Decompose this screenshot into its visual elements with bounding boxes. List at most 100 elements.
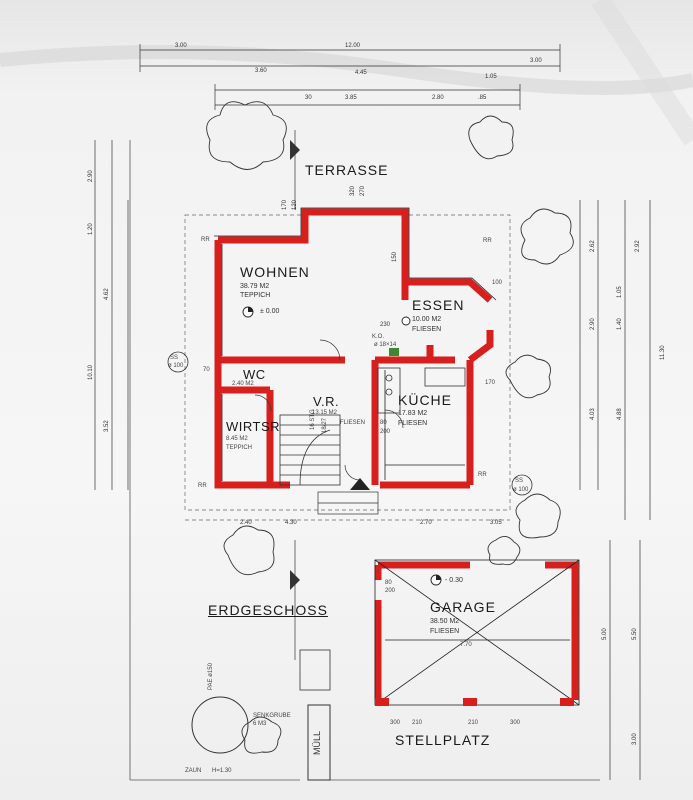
dim-mid-270: 270	[360, 185, 366, 196]
wirtsr-label: WIRTSR	[226, 419, 281, 434]
dim-row2-a: 3.60	[255, 68, 267, 74]
chimney-marker	[389, 348, 399, 356]
dim-right-403: 4.03	[590, 408, 596, 420]
stair-size: 18/27	[322, 417, 328, 433]
pae-label: PAE ø150	[208, 663, 214, 690]
entrance-arrow	[350, 478, 370, 490]
zaun-label: ZAUN	[185, 768, 202, 774]
garage-width: 7.70	[460, 642, 472, 648]
dim-door-70: 70	[203, 367, 210, 373]
kueche-area: 17.83 M2	[398, 410, 428, 417]
essen-area: 10.00 M2	[412, 316, 442, 323]
door-swings	[254, 339, 404, 481]
property-line	[129, 140, 600, 781]
dim-left-290: 2.90	[88, 170, 94, 182]
right-dimension-lines	[579, 200, 651, 780]
ko-value: ø 18×14	[374, 342, 397, 348]
dim-top-total: 12.00	[345, 43, 361, 49]
dim-garage-300-b: 300	[510, 720, 521, 726]
dim-mid-150: 150	[392, 251, 398, 262]
dim-right-105: 1.05	[617, 286, 623, 298]
dim-door-100: 100	[492, 280, 503, 286]
terrasse-label: TERRASSE	[305, 162, 389, 178]
dim-left-1010: 10.10	[88, 364, 94, 380]
garage-outline	[374, 559, 580, 706]
dim-mid-320: 320	[350, 185, 356, 196]
dim-row3-b: 2.80	[432, 95, 444, 101]
garage-walls	[374, 561, 579, 700]
ko-label: K.O.	[372, 334, 385, 340]
dim-right-550: 5.50	[632, 628, 638, 640]
garage-label: GARAGE	[430, 599, 496, 615]
stellplatz-label: STELLPLATZ	[395, 732, 491, 748]
dim-top-left: 3.00	[175, 43, 187, 49]
wohnen-label: WOHNEN	[240, 264, 310, 280]
dim-mid-230: 230	[380, 322, 391, 328]
dim-bot-305: 3.05	[490, 520, 502, 526]
kueche-label: KÜCHE	[398, 392, 453, 408]
kueche-floor: FLIESEN	[398, 420, 428, 427]
dim-left-352: 3.52	[104, 420, 110, 432]
dim-row2-c: 1.05	[485, 74, 497, 80]
plan-title: ERDGESCHOSS	[208, 602, 328, 618]
dim-door-80: 80	[380, 420, 387, 426]
level-marker-essen	[401, 316, 411, 326]
vr-area: 13.15 M2	[312, 410, 338, 416]
senkgrube-volume: 6 M3	[253, 721, 267, 727]
dim-right-300: 3.00	[632, 733, 638, 745]
dim-garage-300-a: 300	[390, 720, 401, 726]
garage-level: - 0.30	[445, 577, 463, 584]
dim-mid-120: 120	[292, 199, 298, 210]
wirtsr-area: 8.45 M2	[226, 436, 248, 442]
dim-row3-a: 3.85	[345, 95, 357, 101]
kitchen-counter	[377, 367, 466, 414]
waste-enclosure	[307, 704, 331, 781]
manhole-left-label: SS	[170, 355, 179, 361]
dim-row2-b: 4.45	[355, 70, 367, 76]
dim-right-1130: 11.30	[660, 345, 666, 360]
dim-right-500: 5.00	[602, 628, 608, 640]
dim-garage-door-80: 80	[385, 580, 392, 586]
dim-right-292: 2.92	[635, 240, 641, 252]
staircase	[279, 414, 341, 486]
wc-label: WC	[243, 367, 266, 382]
dim-left-462: 4.62	[104, 288, 110, 300]
dim-door-170: 170	[485, 380, 496, 386]
dim-garage-210-b: 210	[468, 720, 479, 726]
dim-bot-430: 4.30	[285, 520, 297, 526]
rr-label-1: RR	[201, 237, 210, 243]
essen-floor: FLIESEN	[412, 326, 442, 333]
rr-label-3: RR	[198, 483, 207, 489]
manhole-right	[511, 474, 533, 496]
garage-pillars	[375, 698, 574, 706]
dim-bot-270: 2.70	[420, 520, 432, 526]
dim-bot-240: 2.40	[240, 520, 252, 526]
dim-top-right: 3.00	[530, 58, 542, 64]
garden-plants	[206, 101, 574, 754]
level-marker-wohnen	[242, 306, 254, 318]
section-marker-bottom	[290, 540, 300, 660]
rr-label-4: RR	[478, 472, 487, 478]
wirtsr-floor: TEPPICH	[226, 445, 253, 451]
manhole-right-value: ø 100	[513, 487, 529, 493]
pathway-box	[299, 649, 331, 691]
dim-garage-210-a: 210	[412, 720, 423, 726]
dim-right-290: 2.90	[590, 318, 596, 330]
house-walls	[214, 208, 494, 489]
level-marker-garage	[430, 574, 442, 586]
dim-row3-d: 30	[305, 95, 312, 101]
section-marker-top	[290, 130, 300, 210]
dim-mid-170: 170	[282, 199, 288, 210]
dim-left-120: 1.20	[88, 223, 94, 235]
garage-floor: FLIESEN	[430, 628, 460, 635]
wall-outlines	[214, 207, 497, 481]
wohnen-area: 38.79 M2	[240, 283, 270, 290]
wc-area: 2.40 M2	[232, 381, 254, 387]
vr-floor: FLIESEN	[340, 420, 366, 426]
senkgrube-label: SENKGRUBE	[253, 713, 291, 719]
manhole-left	[167, 351, 189, 373]
essen-label: ESSEN	[412, 297, 465, 313]
rr-label-2: RR	[483, 238, 492, 244]
